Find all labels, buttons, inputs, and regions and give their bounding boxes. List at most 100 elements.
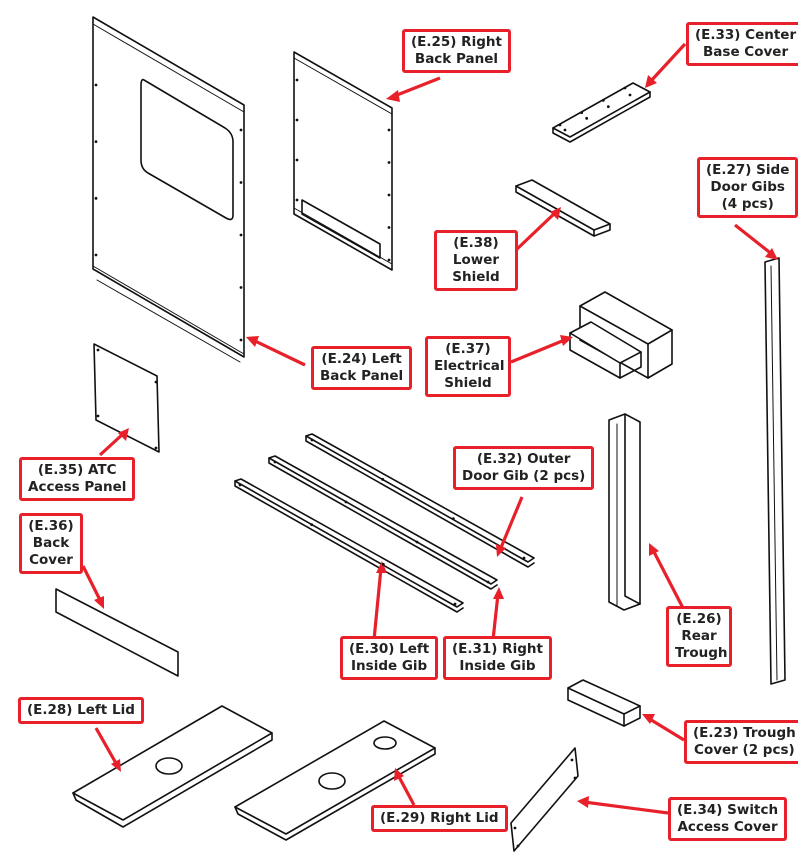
part-switch-access-cover <box>510 747 579 852</box>
rivet-hole <box>563 128 567 132</box>
callout-arrows <box>81 42 778 815</box>
rivet-hole <box>387 258 391 262</box>
rivet-hole <box>387 161 391 164</box>
rivet-hole <box>628 93 632 97</box>
label-line: (E.37) <box>445 341 491 357</box>
rivet-hole <box>273 460 277 464</box>
rivet-hole <box>387 193 391 197</box>
label-line: (E.36) <box>28 518 74 534</box>
label-line: Inside Gib <box>351 658 428 674</box>
arrow-e26 <box>649 543 686 611</box>
rivet-hole <box>239 128 243 132</box>
part-outer-door-gib <box>305 433 535 568</box>
rivet-hole <box>451 517 455 521</box>
label-e24-left-back-panel: (E.24) Left Back Panel <box>311 346 413 390</box>
rivet-hole <box>154 380 158 384</box>
label-e37-electrical-shield: (E.37) Electrical Shield <box>425 336 511 397</box>
label-line: (E.27) Side <box>706 162 790 178</box>
arrow-e24 <box>246 336 306 367</box>
label-e30-left-inside-gib: (E.30) Left Inside Gib <box>340 636 439 680</box>
part-right-lid <box>234 720 436 841</box>
label-line: (E.28) Left Lid <box>27 702 135 718</box>
rivet-hole <box>585 116 589 120</box>
label-line: Inside Gib <box>459 658 536 674</box>
rivet-hole <box>601 98 605 102</box>
rivet-hole <box>239 338 243 342</box>
arrow-e25 <box>386 76 441 102</box>
arrow-e38 <box>514 207 561 252</box>
part-rear-trough <box>608 413 641 611</box>
rivet-hole <box>94 196 98 200</box>
rivet-hole <box>94 253 98 257</box>
label-line: Lower <box>452 252 500 268</box>
label-line: Rear <box>681 628 717 644</box>
rivet-hole <box>96 414 100 418</box>
part-lower-shield <box>515 179 611 237</box>
rivet-hole <box>387 128 391 132</box>
rivet-hole <box>295 118 299 122</box>
part-back-cover <box>55 588 179 677</box>
arrow-e31 <box>491 587 504 641</box>
label-e23-trough-cover: (E.23) Trough Cover (2 pcs) <box>684 720 798 764</box>
label-line: Shield <box>452 269 500 285</box>
rivet-hole <box>94 83 98 87</box>
rivet-hole <box>513 826 517 830</box>
rivet-hole <box>415 540 419 544</box>
rivet-hole <box>381 477 385 481</box>
label-e36-back-cover: (E.36) Back Cover <box>19 513 83 574</box>
rivet-hole <box>96 348 100 352</box>
arrow-e37 <box>510 335 573 364</box>
rivet-hole <box>310 438 314 442</box>
label-e27-side-door-gibs: (E.27) Side Door Gibs (4 pcs) <box>697 157 798 218</box>
rivet-hole <box>623 86 627 90</box>
part-left-lid <box>72 705 273 828</box>
label-line: (E.26) <box>676 611 722 627</box>
label-line: Back Panel <box>414 51 499 67</box>
rivet-hole <box>239 286 243 289</box>
label-line: (E.25) Right <box>411 34 502 50</box>
part-trough-cover <box>567 679 641 727</box>
part-side-door-gib <box>764 257 786 685</box>
label-e38-lower-shield: (E.38) Lower Shield <box>434 230 518 291</box>
rivet-hole <box>238 483 242 487</box>
rivet-hole <box>570 758 574 762</box>
part-center-base-cover <box>552 82 651 143</box>
label-line: (E.31) Right <box>452 641 543 657</box>
rivet-hole <box>522 556 526 560</box>
part-electrical-shield <box>569 291 673 379</box>
arrow-e30 <box>372 561 387 641</box>
label-line: Back <box>32 535 70 551</box>
arrow-e35 <box>98 428 129 457</box>
rivet-hole <box>94 140 98 144</box>
arrow-e27 <box>734 223 778 260</box>
rivet-hole <box>295 78 299 82</box>
rivet-hole <box>387 226 391 229</box>
label-line: (4 pcs) <box>721 196 774 212</box>
label-line: (E.24) Left <box>321 351 402 367</box>
arrow-e28 <box>94 727 121 772</box>
label-e26-rear-trough: (E.26) Rear Trough <box>666 606 732 667</box>
label-line: (E.35) ATC <box>37 462 117 478</box>
rivet-hole <box>558 123 562 127</box>
rivet-hole <box>295 198 299 202</box>
rivet-hole <box>453 602 457 606</box>
rivet-hole <box>239 233 243 237</box>
label-line: Access Cover <box>677 819 778 835</box>
label-line: Electrical <box>434 358 505 374</box>
rivet-hole <box>154 446 158 450</box>
label-line: Door Gib (2 pcs) <box>462 468 586 484</box>
label-line: (E.33) Center <box>695 27 797 43</box>
label-line: Cover (2 pcs) <box>694 742 795 758</box>
rivet-hole <box>573 776 577 780</box>
rivet-hole <box>295 158 299 162</box>
label-line: Access Panel <box>28 479 127 495</box>
label-line: (E.30) Left <box>349 641 430 657</box>
rivet-hole <box>310 523 314 527</box>
arrow-e36 <box>81 565 104 609</box>
part-right-back-panel <box>293 51 393 271</box>
label-e32-outer-door-gib: (E.32) Outer Door Gib (2 pcs) <box>453 446 595 490</box>
arrow-e34 <box>577 796 669 815</box>
label-e33-center-base-cover: (E.33) Center Base Cover <box>686 22 798 66</box>
label-line: Trough <box>675 645 728 661</box>
